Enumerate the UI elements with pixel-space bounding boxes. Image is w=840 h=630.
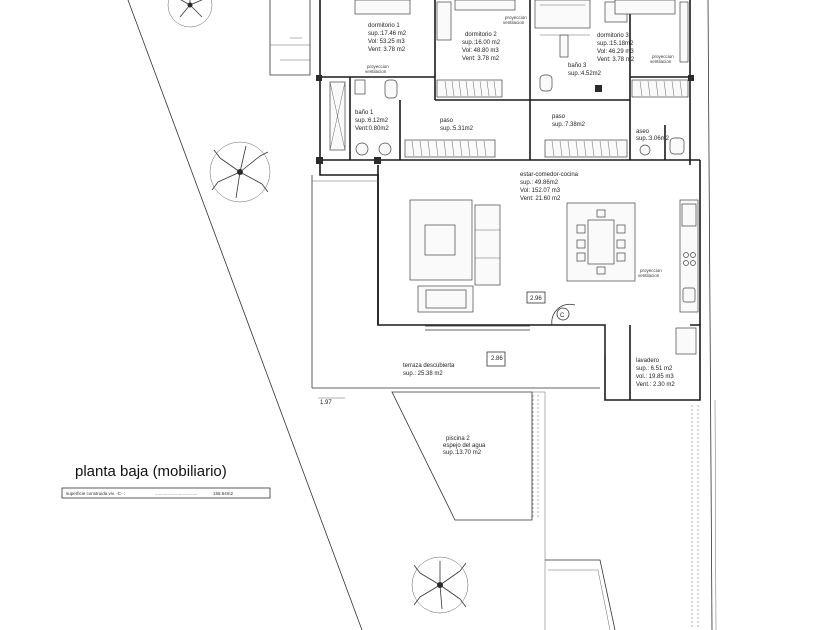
room-area: sup.: 25.38 m2 bbox=[403, 371, 443, 377]
level-markers bbox=[318, 291, 546, 399]
surface-value: 158.64m2 bbox=[213, 491, 234, 496]
room-volume: vol.: 19.85 m3 bbox=[636, 374, 674, 380]
room-name: dormitorio 1 bbox=[368, 23, 400, 29]
label-paso-1: paso sup.:5.31m2 bbox=[440, 118, 474, 132]
room-name: baño 1 bbox=[355, 110, 374, 116]
label-aseo: aseo sup.:3.06m2 bbox=[636, 129, 670, 142]
room-name: paso bbox=[552, 114, 566, 120]
label-piscina: piscina 2 espejo del agua sup.:13.70 m2 bbox=[443, 436, 486, 456]
level-estar: 2.96 bbox=[530, 296, 542, 302]
tree-icon bbox=[209, 141, 271, 203]
closets bbox=[404, 79, 689, 158]
room-area: sup.:3.06m2 bbox=[636, 136, 670, 142]
site-boundary bbox=[127, 0, 717, 630]
level-terraza: 2.86 bbox=[491, 356, 503, 362]
room-ventilation: Vent: 3.78 m2 bbox=[597, 57, 635, 63]
room-area: sup.:4.52m2 bbox=[568, 71, 602, 77]
label-lavadero: lavadero sup.: 6.51 m2 vol.: 19.85 m3 Ve… bbox=[636, 358, 675, 388]
label-dormitorio-1: dormitorio 1 sup.:17.46 m2 Vol: 53.25 m3… bbox=[368, 23, 407, 53]
caldera-symbol: C bbox=[560, 313, 565, 319]
pool bbox=[391, 391, 616, 630]
plan-title: planta baja (mobiliario) bbox=[75, 463, 227, 480]
svg-text:ventilacion: ventilacion bbox=[503, 20, 525, 25]
room-name: terraza descubierta bbox=[403, 363, 455, 369]
room-name: baño 3 bbox=[568, 63, 587, 69]
living-furniture bbox=[409, 199, 699, 355]
room-area: sup.:6.12m2 bbox=[355, 118, 389, 124]
label-dormitorio-2: dormitorio 2 sup.:16.00 m2 Vol: 48.80 m3… bbox=[462, 32, 501, 62]
room-ventilation: Vent: 3.78 m2 bbox=[462, 56, 500, 62]
room-area: sup.:5.31m2 bbox=[440, 126, 474, 132]
room-name: paso bbox=[440, 118, 454, 124]
building-walls bbox=[316, 0, 701, 401]
room-area: sup.:7.38m2 bbox=[552, 122, 586, 128]
room-name: aseo bbox=[636, 129, 650, 135]
surface-dots: .................................. bbox=[155, 491, 198, 496]
room-ventilation: Vent.: 2.30 m2 bbox=[636, 382, 675, 388]
room-ventilation: Vent: 3.78 m2 bbox=[368, 47, 406, 53]
tree-icon bbox=[411, 556, 469, 614]
room-volume: Vol: 53.25 m3 bbox=[368, 39, 405, 45]
room-area: sup.:17.46 m2 bbox=[368, 31, 407, 37]
room-name: dormitorio 2 bbox=[465, 32, 497, 38]
room-area: sup.:16.00 m2 bbox=[462, 40, 501, 46]
label-paso-2: paso sup.:7.38m2 bbox=[552, 114, 586, 128]
svg-text:ventilacion: ventilacion bbox=[638, 273, 660, 278]
room-area: sup.:15.18m2 bbox=[597, 41, 634, 47]
surface-label: superficie construida viv. -C- : bbox=[66, 491, 125, 496]
room-ventilation: Vent:0.80m2 bbox=[355, 126, 389, 132]
room-area: sup.: 6.51 m2 bbox=[636, 366, 673, 372]
level-exterior: 1.97 bbox=[320, 400, 332, 406]
stone-hatch bbox=[532, 395, 699, 628]
svg-text:proyeccion: proyeccion bbox=[640, 268, 662, 273]
room-name: piscina 2 bbox=[446, 436, 470, 442]
label-terraza: terraza descubierta sup.: 25.38 m2 bbox=[403, 363, 455, 377]
room-subtitle: espejo del agua bbox=[443, 443, 486, 449]
room-area: sup.:13.70 m2 bbox=[443, 450, 482, 456]
note-proyeccion-3: proyeccion ventilacion bbox=[650, 54, 674, 64]
label-bano-3: baño 3 sup.:4.52m2 bbox=[568, 63, 602, 77]
room-volume: Vol: 46.29 m3 bbox=[597, 49, 634, 55]
beds bbox=[354, 0, 676, 15]
stair-patio bbox=[269, 0, 311, 76]
room-name: lavadero bbox=[636, 358, 660, 364]
label-dormitorio-3: dormitorio 3 sup.:15.18m2 Vol: 46.29 m3 … bbox=[597, 33, 635, 63]
svg-text:ventilacion: ventilacion bbox=[650, 59, 672, 64]
room-volume: Vol: 152.07 m3 bbox=[520, 188, 561, 194]
tree-icon bbox=[167, 0, 213, 28]
svg-text:proyeccion: proyeccion bbox=[505, 15, 527, 20]
terrace bbox=[311, 175, 600, 389]
room-name: dormitorio 3 bbox=[597, 33, 629, 39]
svg-text:proyeccion: proyeccion bbox=[652, 54, 674, 59]
entry-door bbox=[551, 303, 576, 326]
bathroom-fixtures bbox=[329, 0, 689, 156]
room-volume: Vol: 48.80 m3 bbox=[462, 48, 499, 54]
note-proyeccion-1: proyeccion ventilacion bbox=[365, 64, 389, 74]
room-ventilation: Vent: 21.60 m2 bbox=[520, 196, 561, 202]
note-proyeccion-4: proyeccion ventilacion bbox=[638, 268, 662, 278]
label-estar: estar-comedor-cocina sup.: 49.86m2 Vol: … bbox=[520, 172, 579, 202]
note-proyeccion-2: proyeccion ventilacion bbox=[503, 15, 527, 25]
label-bano-1: baño 1 sup.:6.12m2 Vent:0.80m2 bbox=[355, 110, 389, 132]
svg-text:ventilacion: ventilacion bbox=[365, 69, 387, 74]
svg-text:proyeccion: proyeccion bbox=[367, 64, 389, 69]
room-area: sup.: 49.86m2 bbox=[520, 180, 559, 186]
surface-summary: superficie construida viv. -C- : .......… bbox=[61, 487, 271, 499]
room-name: estar-comedor-cocina bbox=[520, 172, 579, 178]
